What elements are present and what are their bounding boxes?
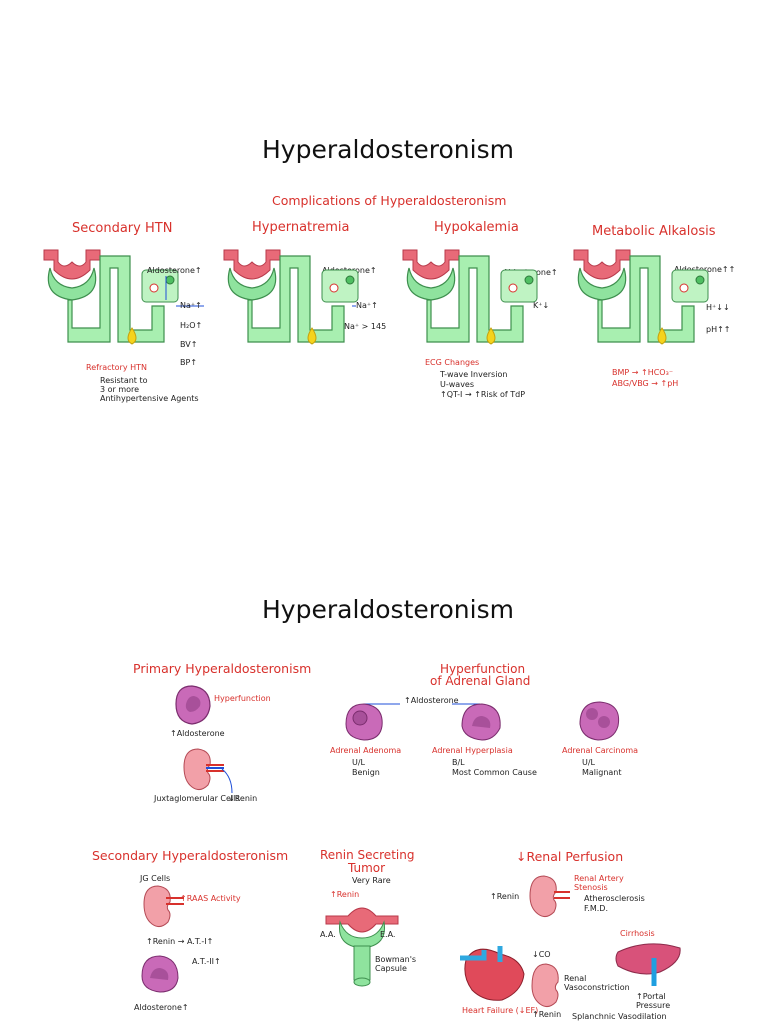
ecg-changes-label: ECG Changes xyxy=(425,358,480,367)
sodium-label-2: Na⁺↑ xyxy=(356,301,378,310)
sodium-label-1: Na⁺↑ xyxy=(180,301,202,310)
adrenal-glands-row xyxy=(345,701,620,741)
adenoma-item-1: U/L xyxy=(352,758,366,767)
heading-tumor-1: Renin Secreting xyxy=(320,848,415,862)
kidney-icon-4 xyxy=(531,963,559,1008)
splanchnic-label: Splanchnic Vasodilation xyxy=(572,1012,667,1021)
heading-adrenal-2: of Adrenal Gland xyxy=(430,674,531,688)
hyperplasia-label: Adrenal Hyperplasia xyxy=(432,746,513,755)
heading-metabolic-alkalosis: Metabolic Alkalosis xyxy=(592,224,716,239)
liver-icon xyxy=(615,943,681,986)
bowman-capsule-label: Bowman's Capsule xyxy=(375,955,417,973)
water-label: H₂O↑ xyxy=(180,321,203,330)
glomerulus-icon xyxy=(325,907,399,987)
nephron-diagram-4 xyxy=(573,249,709,345)
primary-renin-label: ↓Renin xyxy=(228,794,258,803)
primary-aldo-label: ↑Aldosterone xyxy=(170,729,225,738)
carcinoma-item-2: Malignant xyxy=(582,768,622,777)
complications-subtitle: Complications of Hyperaldosteronism xyxy=(272,193,507,208)
cirrhosis-label: Cirrhosis xyxy=(620,929,655,938)
heading-secondary: Secondary Hyperaldosteronism xyxy=(92,848,289,863)
secondary-renin-label: ↑Renin → A.T.-I↑ xyxy=(146,937,214,946)
kidney-icon-3 xyxy=(529,875,570,918)
perfusion-renin-2-label: ↑Renin xyxy=(532,1010,562,1019)
aa-label: A.A. xyxy=(320,930,336,939)
refractory-htn-label: Refractory HTN xyxy=(86,363,148,372)
stenosis-item-2: F.M.D. xyxy=(584,904,609,913)
very-rare-label: Very Rare xyxy=(352,876,391,885)
perfusion-renin-label: ↑Renin xyxy=(490,892,520,901)
heading-perfusion: ↓Renal Perfusion xyxy=(516,849,624,864)
jg-cells-label: Juxtaglomerular Cells xyxy=(154,794,240,803)
heading-hypokalemia: Hypokalemia xyxy=(434,220,519,235)
hyperfunction-label: Hyperfunction xyxy=(214,694,271,703)
raas-label: ↑RAAS Activity xyxy=(180,894,241,903)
sodium-threshold-label: Na⁺ > 145 xyxy=(344,322,387,331)
potassium-label: K⁺↓ xyxy=(533,301,550,310)
secondary-aldo-label: Aldosterone↑ xyxy=(134,1003,189,1012)
adrenal-gland-icon xyxy=(175,685,211,725)
at2-label: A.T.-II↑ xyxy=(192,957,221,966)
co-label: ↓CO xyxy=(532,950,551,959)
heart-failure-label: Heart Failure (↓EF) xyxy=(462,1006,539,1015)
ecg-item-2: U-waves xyxy=(440,380,475,389)
portal-pressure-label: ↑Portal Pressure xyxy=(636,992,671,1010)
adenoma-item-2: Benign xyxy=(352,768,380,777)
bmp-label: BMP → ↑HCO₃⁻ xyxy=(612,368,674,377)
kidney-icon-1 xyxy=(183,748,233,794)
hyperplasia-item-1: B/L xyxy=(452,758,465,767)
heading-tumor-2: Tumor xyxy=(348,861,386,875)
tumor-renin-label: ↑Renin xyxy=(330,890,360,899)
resistant-line-2: 3 or more xyxy=(100,385,140,394)
adenoma-label: Adrenal Adenoma xyxy=(330,746,402,755)
page-title-1: Hyperaldosteronism xyxy=(262,135,514,164)
stenosis-item-1: Atherosclerosis xyxy=(584,894,645,903)
nephron-diagram-3 xyxy=(402,249,538,345)
ea-label: E.A. xyxy=(380,930,396,939)
aldosterone-label-1: Aldosterone↑ xyxy=(147,266,202,275)
aldosterone-label-4: Aldosterone↑↑ xyxy=(674,265,736,274)
ecg-item-3: ↑QT-I → ↑Risk of TdP xyxy=(440,390,526,399)
jg-cells-label-2: JG Cells xyxy=(140,874,171,883)
bp-label: BP↑ xyxy=(180,358,198,367)
resistant-line-1: Resistant to xyxy=(100,376,148,385)
heart-icon xyxy=(460,946,525,1001)
carcinoma-item-1: U/L xyxy=(582,758,596,767)
heading-hypernatremia: Hypernatremia xyxy=(252,220,350,235)
abg-label: ABG/VBG → ↑pH xyxy=(612,379,679,388)
adrenal-aldo-label: ↑Aldosterone xyxy=(404,696,459,705)
carcinoma-label: Adrenal Carcinoma xyxy=(562,746,639,755)
page-title-2: Hyperaldosteronism xyxy=(262,595,514,624)
ecg-item-1: T-wave Inversion xyxy=(440,370,508,379)
nephron-diagram-2 xyxy=(223,249,359,345)
heading-primary: Primary Hyperaldosteronism xyxy=(133,661,312,676)
ph-label: pH↑↑ xyxy=(706,325,731,334)
resistant-line-3: Antihypertensive Agents xyxy=(100,394,199,403)
heading-adrenal-1: Hyperfunction xyxy=(440,662,526,676)
nephron-diagram-1 xyxy=(43,249,204,345)
hyperplasia-item-2: Most Common Cause xyxy=(452,768,537,777)
bv-label: BV↑ xyxy=(180,340,198,349)
kidney-adrenal-icons xyxy=(141,885,184,993)
hydrogen-label: H⁺↓↓ xyxy=(706,303,730,312)
vasoconstriction-label: Renal Vasoconstriction xyxy=(564,974,630,992)
heading-secondary-htn: Secondary HTN xyxy=(72,221,173,236)
stenosis-label: Renal Artery Stenosis xyxy=(574,874,624,892)
